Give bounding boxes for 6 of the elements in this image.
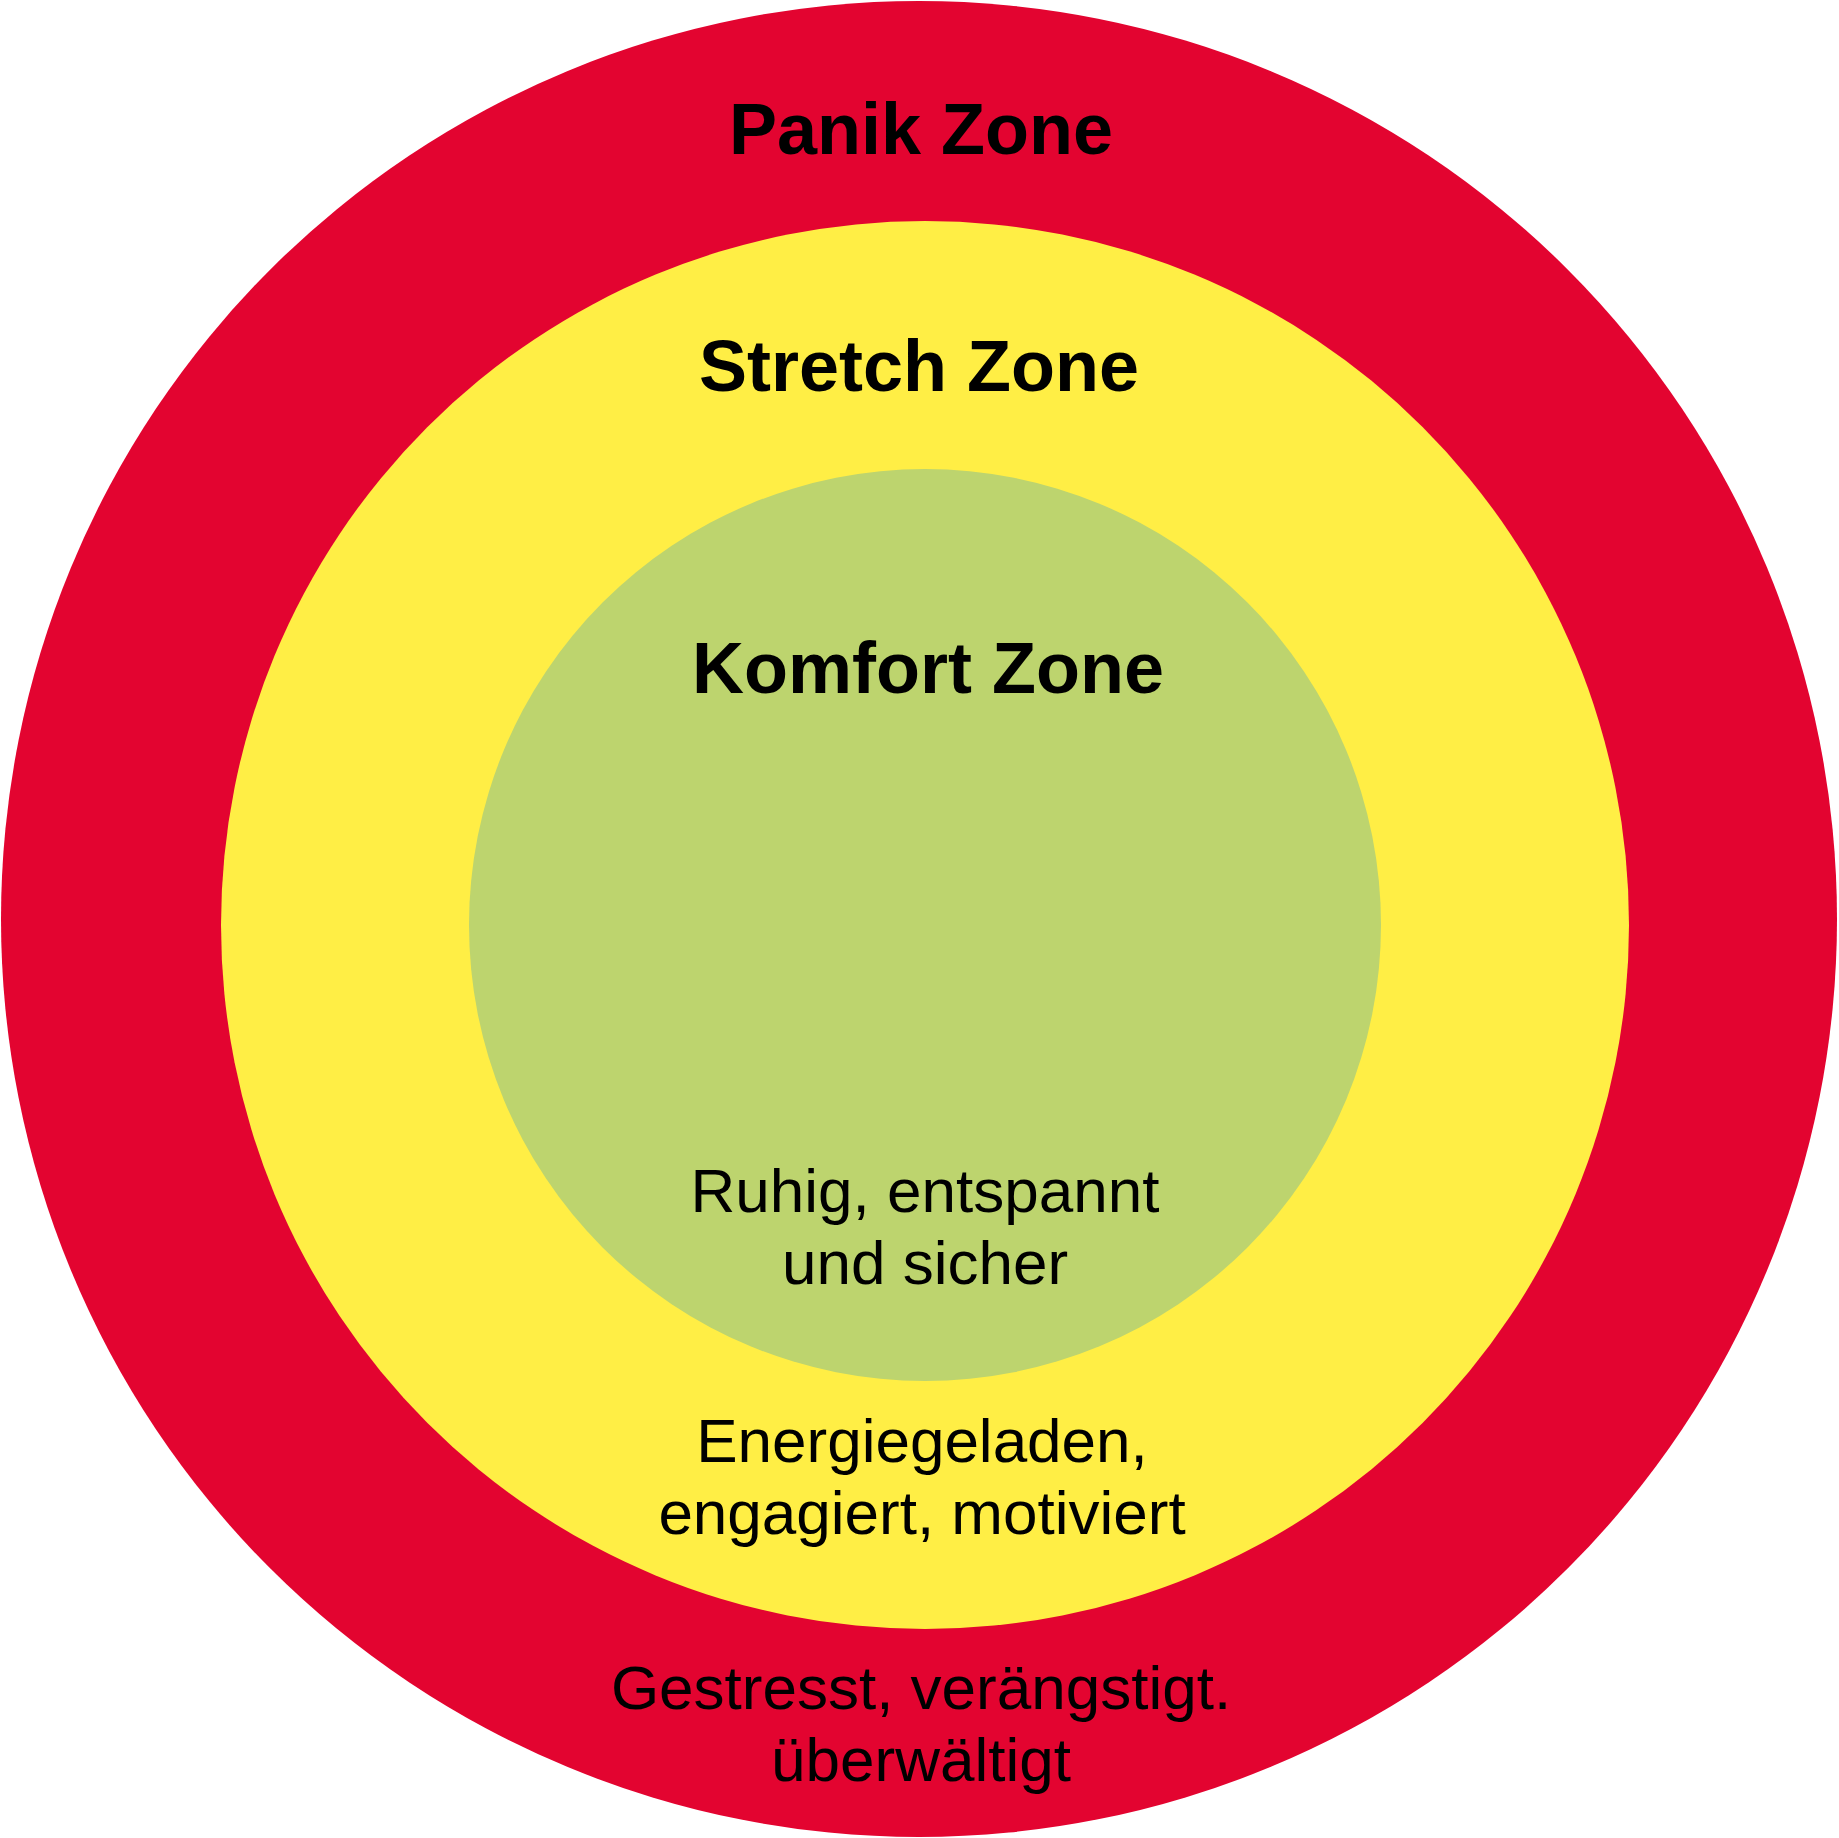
zone-title: Komfort Zone: [692, 628, 1164, 708]
zone-title: Stretch Zone: [698, 326, 1140, 406]
zone-title: Panik Zone: [728, 89, 1114, 169]
zone-description: Energiegeladen, engagiert, motiviert: [657, 1405, 1187, 1549]
zone-description: Gestresst, verängstigt. überwältigt: [609, 1652, 1233, 1796]
zone-description: Ruhig, entspannt und sicher: [689, 1155, 1161, 1299]
